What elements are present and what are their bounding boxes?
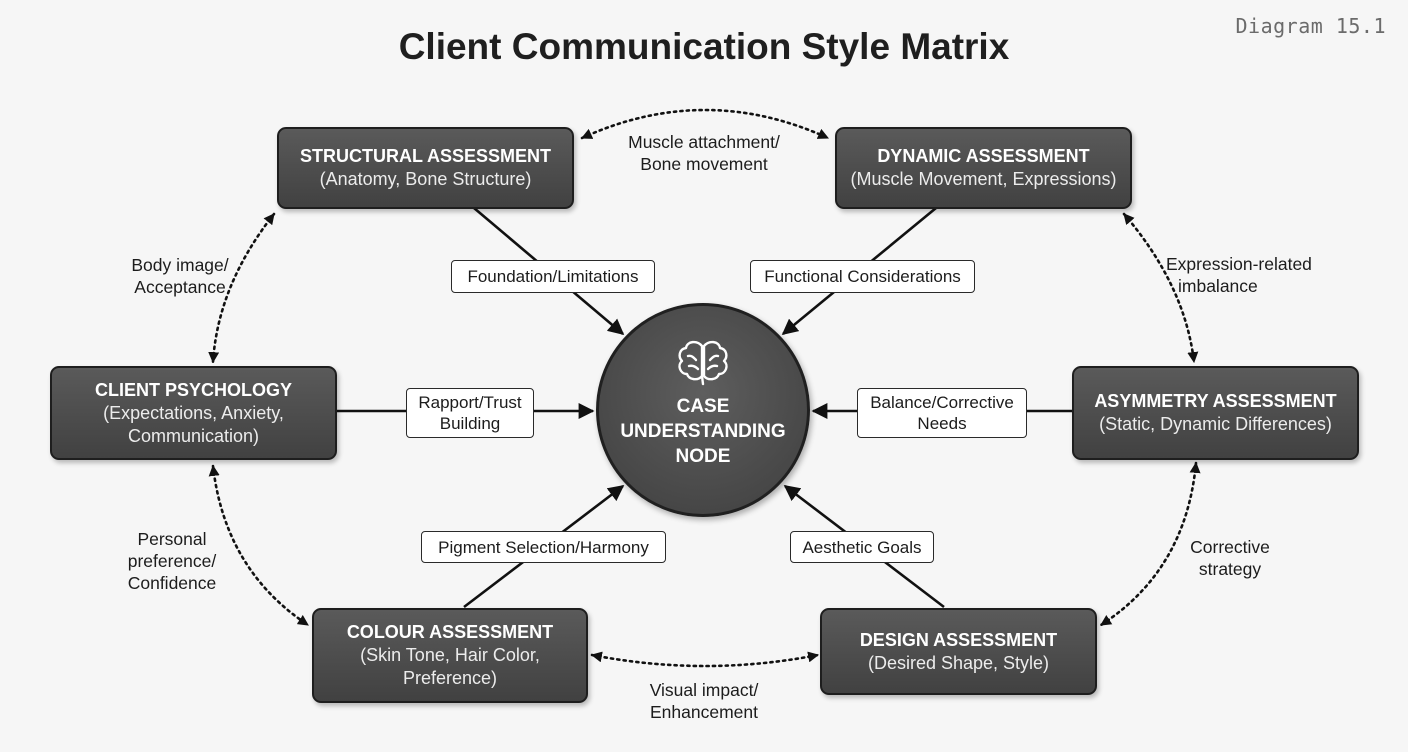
node-heading: DYNAMIC ASSESSMENT: [877, 146, 1090, 166]
diagram-title: Client Communication Style Matrix: [398, 26, 1010, 67]
ring-connector-top-right: [1122, 212, 1199, 364]
ring-label-top-right: Expression-related imbalance: [1166, 254, 1312, 296]
spoke-label-asymmetry: Balance/Corrective Needs: [857, 388, 1027, 438]
node-heading: CLIENT PSYCHOLOGY: [94, 379, 292, 400]
center-line-2: UNDERSTANDING: [620, 420, 786, 442]
node-dynamic-assessment: DYNAMIC ASSESSMENT (Muscle Movement, Exp…: [835, 127, 1132, 209]
spoke-label-psychology: Rapport/Trust Building: [406, 388, 534, 438]
spoke-label-dynamic: Functional Considerations: [750, 260, 975, 293]
node-heading: COLOUR ASSESSMENT: [346, 622, 554, 642]
spoke-label-colour: Pigment Selection/Harmony: [421, 531, 666, 563]
ring-label-bottom-left: Personal preference/ Confidence: [127, 529, 217, 593]
center-line-3: NODE: [675, 445, 731, 467]
brain-icon: [678, 340, 728, 385]
node-colour-assessment: COLOUR ASSESSMENT (Skin Tone, Hair Color…: [312, 608, 588, 703]
node-asymmetry-assessment: ASYMMETRY ASSESSMENT (Static, Dynamic Di…: [1072, 366, 1359, 460]
node-subtitle: (Desired Shape, Style): [867, 652, 1050, 673]
node-subtitle: (Static, Dynamic Differences): [1099, 414, 1332, 434]
ring-label-bottom-right: Corrective strategy: [1190, 537, 1270, 579]
node-subtitle: (Skin Tone, Hair Color, Preference): [360, 645, 540, 688]
ring-label-bottom: Visual impact/ Enhancement: [649, 680, 759, 722]
node-subtitle: (Muscle Movement, Expressions): [850, 169, 1117, 189]
node-design-assessment: DESIGN ASSESSMENT (Desired Shape, Style): [820, 608, 1097, 695]
center-line-1: CASE: [676, 395, 730, 417]
node-client-psychology: CLIENT PSYCHOLOGY (Expectations, Anxiety…: [50, 366, 337, 460]
center-case-understanding-node: CASE UNDERSTANDING NODE: [596, 303, 810, 517]
ring-connector-bottom-left: [208, 464, 310, 627]
node-subtitle: (Expectations, Anxiety, Communication): [103, 402, 284, 446]
node-heading: STRUCTURAL ASSESSMENT: [299, 146, 551, 166]
ring-connector-bottom-right: [1099, 461, 1201, 627]
node-structural-assessment: STRUCTURAL ASSESSMENT (Anatomy, Bone Str…: [277, 127, 574, 209]
ring-connector-top: [580, 108, 830, 140]
node-heading: ASYMMETRY ASSESSMENT: [1094, 391, 1337, 411]
diagram-number: Diagram 15.1: [1235, 14, 1386, 38]
ring-label-top: Muscle attachment/ Bone movement: [628, 132, 780, 174]
node-heading: DESIGN ASSESSMENT: [859, 629, 1058, 650]
node-subtitle: (Anatomy, Bone Structure): [319, 169, 532, 189]
ring-connector-top-left: [208, 212, 276, 364]
spoke-label-structural: Foundation/Limitations: [451, 260, 655, 293]
ring-label-top-left: Body image/ Acceptance: [131, 255, 229, 297]
spoke-label-design: Aesthetic Goals: [790, 531, 934, 563]
ring-connector-bottom: [590, 651, 820, 668]
